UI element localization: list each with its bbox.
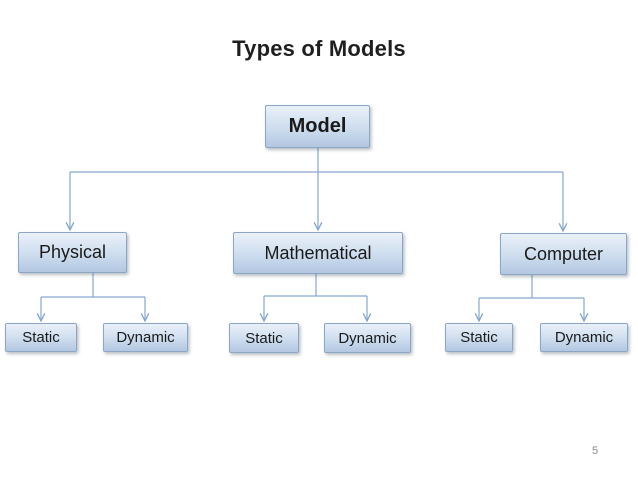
slide-title: Types of Models <box>232 36 406 61</box>
node-mathematical-dynamic: Dynamic <box>324 323 411 353</box>
node-physical: Physical <box>18 232 127 273</box>
node-model: Model <box>265 105 370 148</box>
node-computer-static: Static <box>445 323 513 352</box>
node-mathematical-static: Static <box>229 323 299 353</box>
node-physical-static: Static <box>5 323 77 352</box>
node-computer: Computer <box>500 233 627 275</box>
page-number: 5 <box>591 445 599 457</box>
node-mathematical: Mathematical <box>233 232 403 274</box>
node-computer-dynamic: Dynamic <box>540 323 628 352</box>
node-physical-dynamic: Dynamic <box>103 323 188 352</box>
